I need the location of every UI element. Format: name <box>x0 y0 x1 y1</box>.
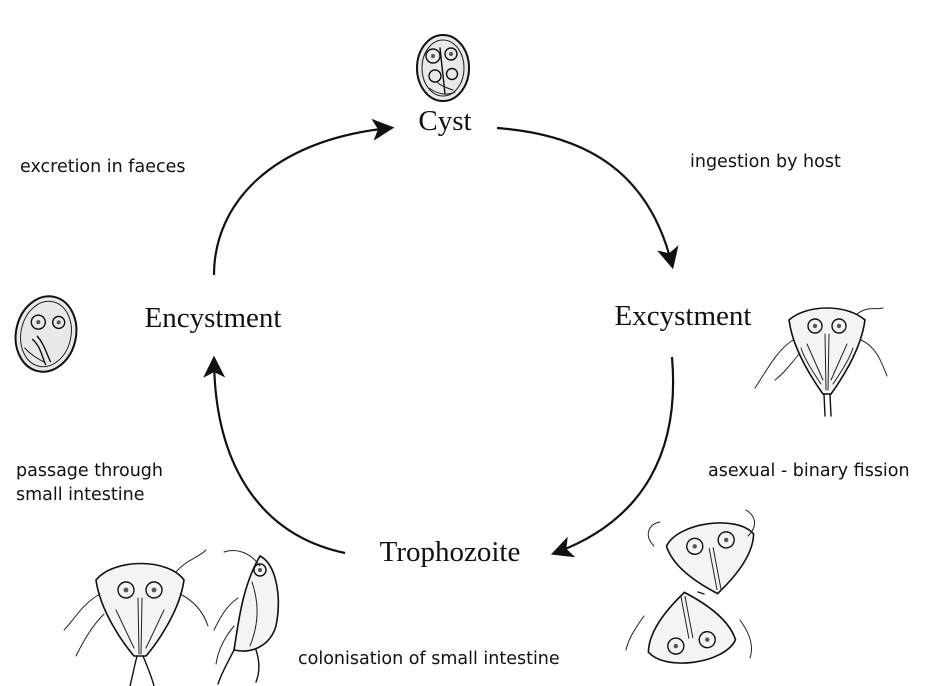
arrow-trophozoite-to-encystment <box>214 360 345 553</box>
binary-fission-illustration <box>626 510 761 668</box>
excysting-trophozoite-illustration <box>755 308 887 416</box>
stage-label-excystment: Excystment <box>615 300 752 332</box>
stage-label-cyst: Cyst <box>418 105 471 137</box>
annotation-fission: asexual - binary fission <box>708 461 910 481</box>
cyst-illustration <box>417 35 469 101</box>
annotation-passage-line1: passage through <box>16 461 163 481</box>
annotation-ingestion: ingestion by host <box>690 152 841 172</box>
stage-label-trophozoite: Trophozoite <box>380 536 521 568</box>
stage-label-encystment: Encystment <box>145 302 282 334</box>
annotation-colonisation: colonisation of small intestine <box>298 649 560 669</box>
trophozoite-front-illustration <box>64 550 208 686</box>
annotation-passage-line2: small intestine <box>16 485 144 505</box>
arrow-encystment-to-cyst <box>214 128 390 275</box>
arrow-cyst-to-excystment <box>497 128 672 265</box>
annotation-excretion: excretion in faeces <box>20 157 185 177</box>
encysting-cyst-illustration <box>9 291 83 378</box>
trophozoite-side-illustration <box>214 551 278 684</box>
